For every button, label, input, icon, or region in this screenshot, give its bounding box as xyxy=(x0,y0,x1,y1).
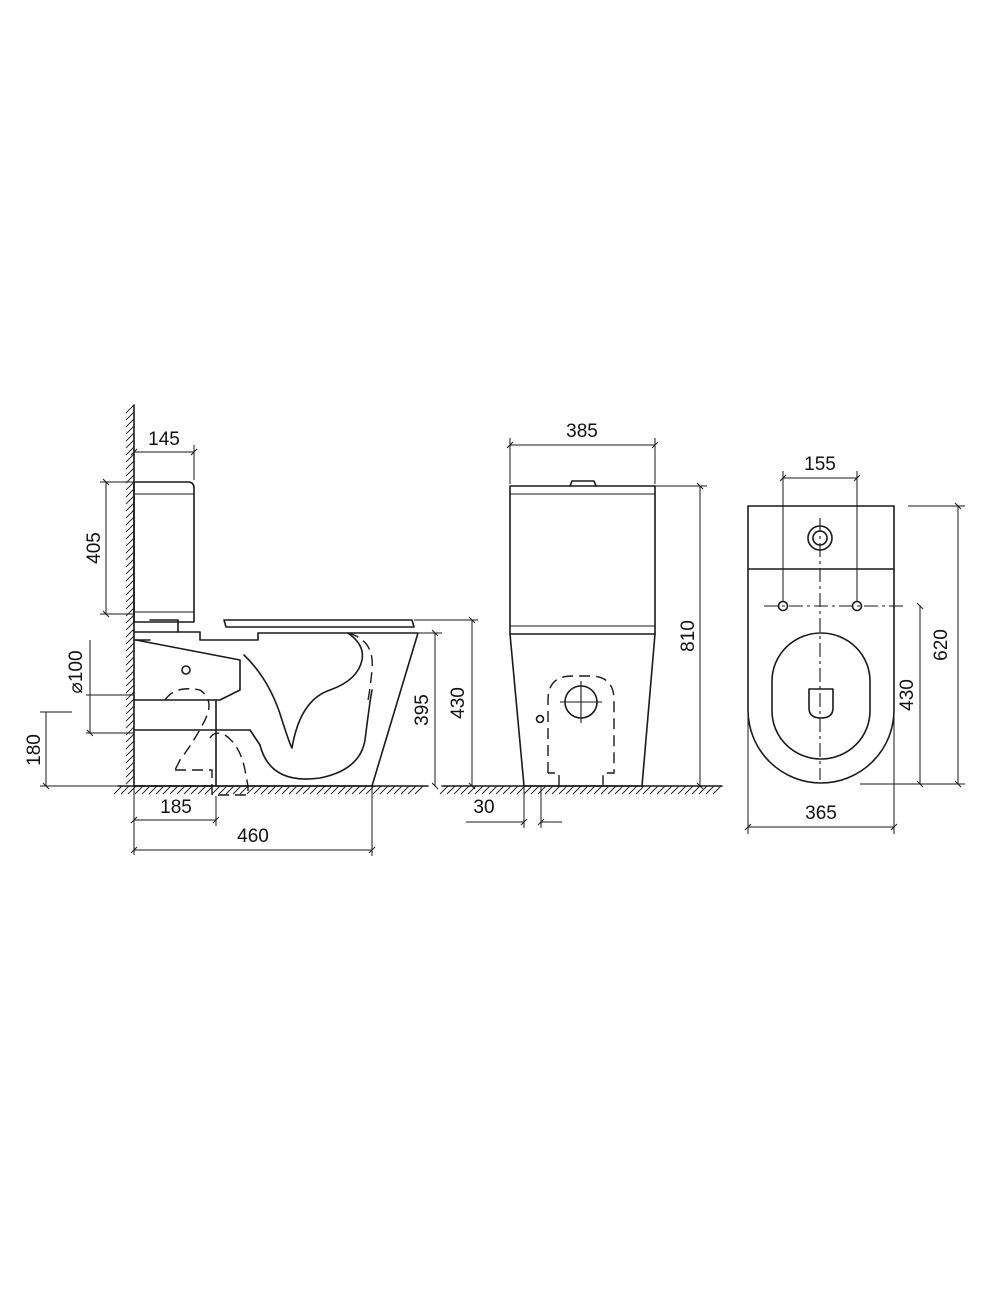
wall-hatch xyxy=(125,404,135,787)
dim-top-length: 620 xyxy=(860,502,965,788)
top-view: 155 620 430 365 xyxy=(744,454,965,834)
label-tank-height: 405 xyxy=(84,532,105,564)
dim-bowl-height: 395 xyxy=(412,629,442,790)
dim-front-height: 810 xyxy=(642,482,707,790)
bowl-opening-top xyxy=(771,632,871,760)
label-tank-depth: 145 xyxy=(148,429,180,450)
label-front-width: 385 xyxy=(566,421,598,442)
trapway-side xyxy=(243,632,364,749)
pedestal-front xyxy=(509,633,656,787)
dim-tank-depth: 145 xyxy=(130,429,198,480)
label-seat-height: 430 xyxy=(448,687,469,719)
dim-hole-spacing: 155 xyxy=(779,454,861,602)
dim-bowl-length: 430 xyxy=(897,602,924,788)
label-bowl-length: 430 xyxy=(897,679,918,711)
dim-seat-height: 430 xyxy=(414,616,478,790)
flush-button-front xyxy=(569,480,597,487)
cistern-side xyxy=(133,481,195,623)
pan-body-side xyxy=(133,631,419,787)
label-outlet-height: 180 xyxy=(24,734,45,766)
floor-hatch-side xyxy=(113,785,429,795)
seat-side xyxy=(223,619,415,628)
side-view: 145 405 ⌀100 180 185 4 xyxy=(24,404,478,856)
front-view: 385 810 30 xyxy=(439,421,723,828)
dim-outlet-height: 180 xyxy=(24,711,134,790)
dim-tank-height: 405 xyxy=(84,478,134,618)
outlet-hidden-front xyxy=(547,675,615,786)
label-floor-fixing: 30 xyxy=(473,797,494,818)
label-top-length: 620 xyxy=(931,629,952,661)
label-hole-spacing: 155 xyxy=(804,454,836,475)
dim-floor-fixing: 30 xyxy=(466,786,562,828)
label-bowl-width: 365 xyxy=(805,803,837,824)
label-outlet-offset: 185 xyxy=(160,797,192,818)
pan-outline-top xyxy=(747,505,895,784)
cistern-front xyxy=(509,485,656,635)
label-outlet-diameter: ⌀100 xyxy=(66,650,87,693)
label-bowl-height: 395 xyxy=(412,694,433,726)
dim-overall-depth: 460 xyxy=(130,786,376,856)
dim-front-width: 385 xyxy=(506,421,659,484)
dim-bowl-width: 365 xyxy=(744,715,898,834)
dim-outlet-diameter: ⌀100 xyxy=(66,640,134,737)
label-overall-depth: 460 xyxy=(237,826,269,847)
label-front-height: 810 xyxy=(678,620,699,652)
trap-hidden-side xyxy=(347,632,373,701)
drain-top xyxy=(808,688,834,719)
floor-hatch-front xyxy=(439,785,723,795)
dim-outlet-offset: 185 xyxy=(130,786,220,855)
